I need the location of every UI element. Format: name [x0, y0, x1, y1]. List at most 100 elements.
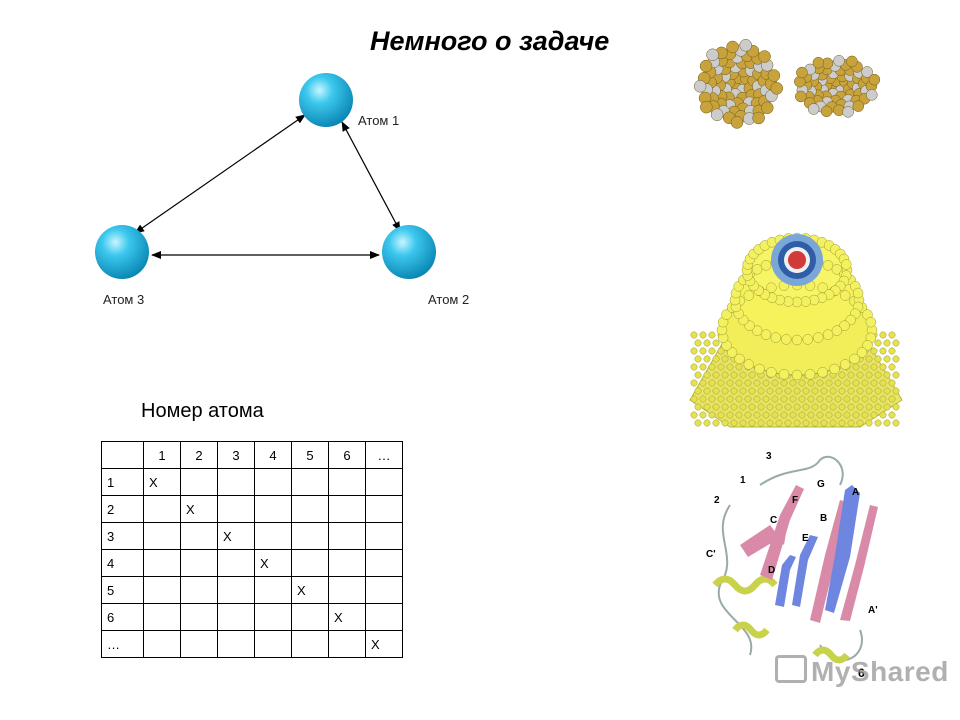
protein-label: A [852, 487, 859, 498]
atom-2-sphere [382, 225, 436, 279]
protein-label: B [820, 513, 827, 524]
table-cell [254, 576, 292, 604]
table-cell [328, 495, 366, 523]
table-cell [365, 549, 403, 577]
table-cell: X [254, 549, 292, 577]
table-header-cell: 1 [143, 441, 181, 469]
arrow-atom1-atom3 [134, 114, 306, 234]
table-cell [291, 630, 329, 658]
table-cell [365, 468, 403, 496]
table-cell [143, 495, 181, 523]
nanocluster-disc-image [794, 55, 881, 118]
table-cell [217, 468, 255, 496]
table-cell [217, 630, 255, 658]
table-cell: X [217, 522, 255, 550]
table-cell [254, 468, 292, 496]
table-cell: … [101, 630, 144, 658]
table-cell [143, 576, 181, 604]
protein-label: A' [868, 605, 878, 616]
table-header-cell: … [365, 441, 403, 469]
table-header-cell: 6 [328, 441, 366, 469]
table-cell [254, 630, 292, 658]
table-cell [365, 522, 403, 550]
table-cell [143, 549, 181, 577]
table-cell [217, 495, 255, 523]
table-header-cell: 2 [180, 441, 218, 469]
table-cell [291, 549, 329, 577]
table-cell [217, 576, 255, 604]
table-cell: 3 [101, 522, 144, 550]
atom-1-sphere [299, 73, 353, 127]
table-header-cell: 3 [217, 441, 255, 469]
protein-label: 6 [858, 666, 865, 680]
table-cell [143, 522, 181, 550]
watermark-text: MyShared [811, 656, 949, 687]
table-cell: X [291, 576, 329, 604]
table-cell [328, 522, 366, 550]
table-cell [254, 603, 292, 631]
table-cell [328, 576, 366, 604]
table-row: 1 X [101, 468, 403, 496]
table-cell [365, 495, 403, 523]
table-cell [328, 630, 366, 658]
table-cell [291, 522, 329, 550]
protein-label: 3 [766, 451, 772, 462]
table-cell: 5 [101, 576, 144, 604]
protein-label: G [817, 479, 825, 490]
table-cell [291, 468, 329, 496]
table-cell: X [180, 495, 218, 523]
table-cell [217, 603, 255, 631]
atom-2-label: Атом 2 [428, 292, 469, 307]
atom-matrix-table: 1 2 3 4 5 6 … 1 X 2 X 3 X 4 [101, 441, 403, 658]
table-cell [365, 576, 403, 604]
table-cell [180, 603, 218, 631]
protein-label: 2 [714, 495, 720, 506]
table-row: 4 X [101, 549, 403, 577]
table-header-cell: 4 [254, 441, 292, 469]
table-cell [291, 495, 329, 523]
table-header-cell [101, 441, 144, 469]
table-cell: X [365, 630, 403, 658]
table-cell [180, 522, 218, 550]
table-cell [143, 603, 181, 631]
table-row: 2 X [101, 495, 403, 523]
protein-label: F [792, 495, 798, 506]
nanocluster-images [693, 39, 881, 129]
table-cell [254, 495, 292, 523]
protein-label: C [770, 515, 777, 526]
table-cell: X [328, 603, 366, 631]
table-row: 5 X [101, 576, 403, 604]
table-cell [328, 549, 366, 577]
atom-3-sphere [95, 225, 149, 279]
table-cell [180, 468, 218, 496]
table-cell: 2 [101, 495, 144, 523]
atom-1-label: Атом 1 [358, 113, 399, 128]
nanostructure-pyramid-image [689, 232, 903, 428]
table-cell [254, 522, 292, 550]
table-cell: 6 [101, 603, 144, 631]
nanocluster-sphere-image [693, 39, 783, 129]
table-row: 6 X [101, 603, 403, 631]
table-row: 3 X [101, 522, 403, 550]
protein-label: D [768, 565, 775, 576]
table-cell [291, 603, 329, 631]
table-cell [217, 549, 255, 577]
protein-label: 1 [740, 475, 746, 486]
table-cell: 1 [101, 468, 144, 496]
table-cell [180, 549, 218, 577]
presentation-icon [775, 655, 807, 683]
table-title: Номер атома [141, 400, 264, 422]
page-title: Немного о задаче [370, 26, 610, 56]
table-cell [143, 630, 181, 658]
table-cell [328, 468, 366, 496]
protein-structure-image: 1 2 3 A B C C' D E F G A' 6 [706, 451, 878, 680]
table-header-cell: 5 [291, 441, 329, 469]
atom-3-label: Атом 3 [103, 292, 144, 307]
table-cell [180, 630, 218, 658]
table-header-row: 1 2 3 4 5 6 … [101, 441, 403, 469]
arrow-atom1-atom2 [341, 121, 401, 232]
table-cell [365, 603, 403, 631]
table-row: … X [101, 630, 403, 658]
table-cell: X [143, 468, 181, 496]
